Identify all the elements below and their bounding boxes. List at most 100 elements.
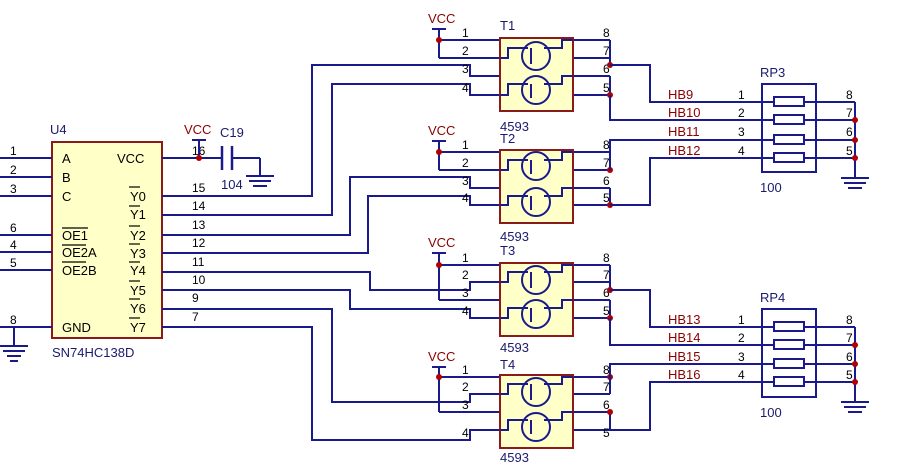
t3-pin-3: 3 [462,286,469,300]
u4-part-label: SN74HC138D [52,345,134,360]
t2-pin-3: 3 [462,174,469,188]
rp3-pin-2: 2 [738,106,745,120]
t3-pin-2: 2 [462,268,469,282]
junction-dot [196,155,202,161]
junction-dot [607,409,613,415]
junction-dot [852,342,858,348]
rp3-value-label: 100 [760,180,782,195]
t2-internal-wires [500,151,573,210]
u4-pin-num-a: 1 [10,144,17,158]
rp3-ref-label: RP3 [760,65,785,80]
net-label-hb15: HB15 [668,349,701,364]
net-label-hb12: HB12 [668,143,701,158]
t4-part-label: 4593 [500,450,529,462]
u4-pin-name-oe1: OE1 [62,228,88,243]
rp4-resistors [760,321,869,413]
u4-pin-name-c: C [62,189,71,204]
gate-drive-wires [162,64,500,441]
mosfet-icon [521,377,551,407]
junction-dot [436,262,442,268]
u4-pin-num-y3: 12 [192,236,206,250]
t2-pin-7: 7 [603,156,610,170]
t4-vcc-label: VCC [428,349,455,364]
t4-pin-1: 1 [462,363,469,377]
u4-pin-num-y4: 11 [192,255,205,269]
t4-pin-7: 7 [603,380,610,394]
u4-pin-name-vcc: VCC [117,151,144,166]
t4-pin-6: 6 [603,398,610,412]
u4-pin-num-oe2b: 5 [10,256,17,270]
junction-dot [436,37,442,43]
t2-pin-5: 5 [603,191,610,205]
rp3-pin-5: 5 [846,144,853,158]
t3-pin-7: 7 [603,268,610,282]
capacitor-icon [220,146,234,170]
u4-pin-name-oe2a: OE2A [62,245,97,260]
t1-pin-2: 2 [462,44,469,58]
mosfet-icon [521,265,551,295]
t3-pin-8: 8 [603,251,610,265]
output-wires [609,64,760,431]
t1-pin-7: 7 [603,44,610,58]
t4-internal-wires [500,376,573,434]
u4-left-wires [0,157,52,328]
t2-pin-1: 1 [462,138,469,152]
u4-pin-num-y5: 10 [192,273,206,287]
t2-body [499,149,574,224]
net-label-hb10: HB10 [668,105,701,120]
mosfet-icon [521,299,551,329]
t3-vcc-label: VCC [428,235,455,250]
junction-dot [852,117,858,123]
rp4-ref-label: RP4 [760,290,785,305]
u4-pin-name-y1: Y1 [130,207,146,222]
rp3-pin-6: 6 [846,125,853,139]
rp4-pin-8: 8 [846,313,853,327]
junction-dot [852,379,858,385]
u4-pin-num-y7: 7 [192,310,199,324]
u4-pin-num-oe2a: 4 [10,238,17,252]
t1-pin-1: 1 [462,26,469,40]
rp3-pin-8: 8 [846,88,853,102]
t2-part-label: 4593 [500,229,529,244]
t1-part-label: 4593 [500,119,529,134]
junction-dot [852,155,858,161]
u4-pin-name-y4: Y4 [130,263,146,278]
c19-value-label: 104 [221,177,243,192]
junction-dot [852,137,858,143]
rp4-pin-6: 6 [846,350,853,364]
transistor-t2: VCC T2 4593 1 2 3 4 8 [428,123,613,244]
t3-ref-label: T3 [500,243,515,258]
net-label-hb13: HB13 [668,312,701,327]
t3-pin-5: 5 [603,304,610,318]
t4-pin-2: 2 [462,380,469,394]
u4-pin-num-b: 2 [10,163,17,177]
net-label-hb9: HB9 [668,87,693,102]
u4-ground-icon [0,327,28,362]
u4-pin-num-gnd: 8 [10,313,17,327]
t3-pin-4: 4 [462,304,469,318]
u4-pin-num-c: 3 [10,182,17,196]
u4-pin-name-b: B [62,170,71,185]
t2-pin-4: 4 [462,191,469,205]
t2-vcc-label: VCC [428,123,455,138]
t1-pin-8: 8 [603,26,610,40]
t1-pin-5: 5 [603,81,610,95]
t3-part-label: 4593 [500,340,529,355]
t1-vcc-label: VCC [428,11,455,26]
rp4-pin-2: 2 [738,331,745,345]
t2-pin-6: 6 [603,174,610,188]
u4-pin-num-y2: 13 [192,218,206,232]
junction-dot [436,374,442,380]
u4-pin-name-a: A [62,151,71,166]
transistor-t3: VCC T3 4593 1 2 3 4 8 [428,235,613,355]
t1-pin-6: 6 [603,62,610,76]
rp4-pin-1: 1 [738,313,745,327]
rp4-pin-3: 3 [738,350,745,364]
t1-pin-3: 3 [462,62,469,76]
t3-internal-wires [500,264,573,322]
mosfet-icon [521,187,551,217]
t2-pin-8: 8 [603,138,610,152]
u4-pin-num-y1: 14 [192,199,206,213]
c19-wiring [162,139,274,187]
